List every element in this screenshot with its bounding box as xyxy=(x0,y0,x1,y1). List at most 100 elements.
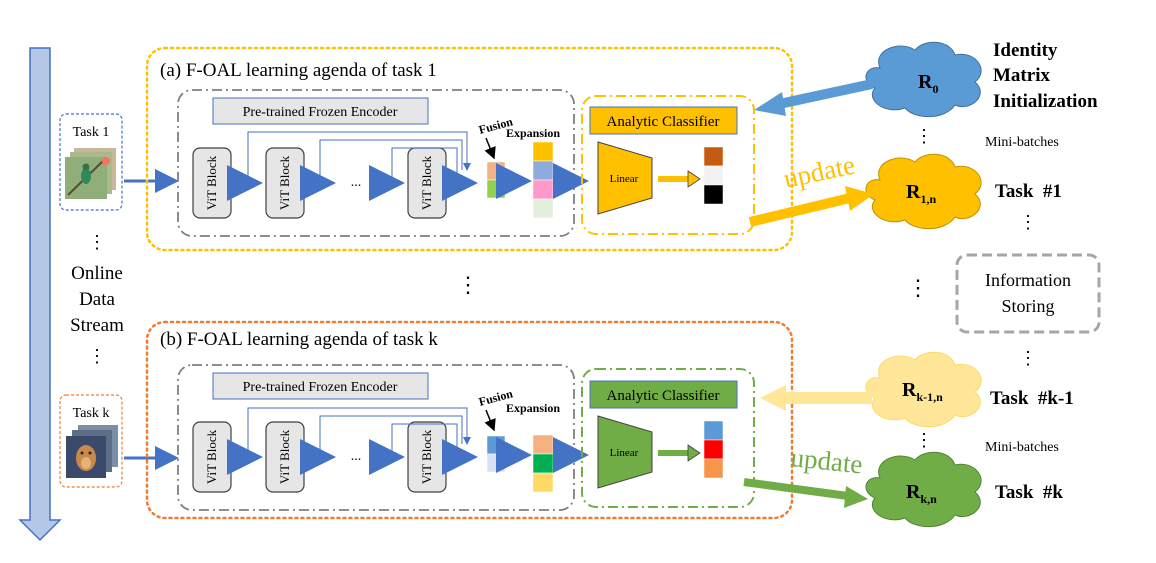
expansion-vector-b xyxy=(532,434,554,493)
analytic-classifier-b: Analytic Classifier Linear xyxy=(581,368,755,508)
stream-label-2: Data xyxy=(79,289,115,310)
cloud-rk1n: Rk-1,n xyxy=(865,351,982,428)
expansion-cell-a-3 xyxy=(532,198,554,219)
init-label-3: Initialization xyxy=(993,91,1098,112)
classifier-label-box-b xyxy=(589,380,738,409)
vit-block-a3-label: ViT Block xyxy=(419,155,434,210)
rkn-subscript: k,n xyxy=(920,492,937,506)
vit-block-a1: ViT Block xyxy=(192,147,232,219)
vertical-ellipsis-left-2: ⋮ xyxy=(88,346,106,366)
bird-photo-icon xyxy=(65,148,116,199)
minibatches-2: Mini-batches xyxy=(985,440,1059,455)
linear-layer-b xyxy=(597,415,653,489)
skip-connections-a xyxy=(247,131,471,183)
skip-connections-b xyxy=(247,407,471,457)
svg-text:R0: R0 xyxy=(918,71,938,96)
encoder-label-box-a xyxy=(212,97,429,125)
classifier-frame-a xyxy=(581,95,755,235)
cloud-rkn: Rk,n xyxy=(865,451,982,528)
rk1n-label: R xyxy=(902,379,917,401)
fusion-vector-a xyxy=(486,161,506,199)
init-label-1: Identity xyxy=(993,40,1058,61)
output-cell-b-2 xyxy=(703,458,724,479)
svg-text:R1,n: R1,n xyxy=(906,181,936,206)
vertical-ellipsis-center: ⋮ xyxy=(457,272,479,297)
task-k-label: Task #k xyxy=(995,482,1063,503)
vit-block-a3: ViT Block xyxy=(407,147,447,219)
rk1n-subscript: k-1,n xyxy=(916,390,943,404)
info-label-1: Information xyxy=(985,270,1071,290)
r1n-subscript: 1,n xyxy=(920,192,936,206)
fusion-cell-b-0 xyxy=(486,435,506,455)
expansion-cell-a-0 xyxy=(532,141,554,162)
vit-block-b3: ViT Block xyxy=(407,421,447,493)
vit-block-a2: ViT Block xyxy=(265,147,305,219)
classifier-frame-b xyxy=(581,368,755,508)
vit-block-b2: ViT Block xyxy=(265,421,305,493)
output-vector-b xyxy=(703,420,724,479)
agenda-a-title: (a) F-OAL learning agenda of task 1 xyxy=(160,60,437,81)
fusion-cell-b-1 xyxy=(486,453,506,473)
ellipsis-b: ... xyxy=(351,449,362,464)
r0-label: R xyxy=(918,71,933,93)
stream-label-3: Stream xyxy=(70,315,124,336)
vertical-ellipsis-r5: ⋮ xyxy=(915,430,933,450)
output-cell-a-2 xyxy=(703,184,724,205)
vertical-ellipsis-r4: ⋮ xyxy=(1019,348,1037,368)
vit-block-b1: ViT Block xyxy=(192,421,232,493)
expansion-cell-b-2 xyxy=(532,472,554,493)
update-label-2: update xyxy=(789,442,864,479)
encoder-label-b: Pre-trained Frozen Encoder xyxy=(243,380,398,395)
init-label-2: Matrix xyxy=(993,65,1050,86)
encoder-label-box-b xyxy=(212,372,429,400)
linear-layer-a xyxy=(597,141,653,215)
information-storing-box: Information Storing xyxy=(955,253,1101,334)
taskk-input: Task k xyxy=(59,394,123,488)
task-k1-label: Task #k-1 xyxy=(990,388,1074,409)
vit-block-b1-label: ViT Block xyxy=(204,429,219,484)
update-arrow-1 xyxy=(748,186,874,227)
vit-block-b3-label: ViT Block xyxy=(419,429,434,484)
expansion-cell-a-2 xyxy=(532,179,554,200)
task1-input: Task 1 xyxy=(59,113,123,211)
ellipsis-a: ... xyxy=(351,175,362,190)
fusion-pointer-b xyxy=(484,409,496,432)
output-vector-a xyxy=(703,146,724,205)
expansion-vector-a xyxy=(532,141,554,219)
fusion-pointer-a xyxy=(484,137,496,160)
agenda-b-encoder: Pre-trained Frozen Encoder ViT Block ViT… xyxy=(177,364,589,511)
update-arrow-2 xyxy=(743,478,868,508)
vit-block-b2-label: ViT Block xyxy=(277,429,292,484)
expansion-cell-b-0 xyxy=(532,434,554,455)
minibatches-1: Mini-batches xyxy=(985,135,1059,150)
agenda-b-frame xyxy=(145,320,794,520)
agenda-a-frame xyxy=(145,46,794,252)
linear-label-b: Linear xyxy=(610,447,639,459)
expansion-cell-a-1 xyxy=(532,160,554,181)
expansion-cell-b-1 xyxy=(532,453,554,474)
taskk-label: Task k xyxy=(73,406,110,421)
linear-label-a: Linear xyxy=(610,173,639,185)
cloud-r0: R0 xyxy=(865,41,982,118)
task1-label: Task 1 xyxy=(73,125,110,140)
vertical-ellipsis-r3: ⋮ xyxy=(907,275,929,300)
agenda-b-title: (b) F-OAL learning agenda of task k xyxy=(160,329,438,350)
init-arrow xyxy=(754,79,874,116)
output-cell-a-0 xyxy=(703,146,724,167)
analytic-classifier-a: Analytic Classifier Linear xyxy=(581,95,755,235)
dog-photo-icon xyxy=(66,425,118,478)
output-cell-b-1 xyxy=(703,439,724,460)
fusion-vector-b xyxy=(486,435,506,473)
stream-label-1: Online xyxy=(71,263,123,284)
output-cell-b-0 xyxy=(703,420,724,441)
encoder-label-a: Pre-trained Frozen Encoder xyxy=(243,105,398,120)
vit-block-a2-label: ViT Block xyxy=(277,155,292,210)
fusion-cell-a-0 xyxy=(486,161,506,181)
svg-text:Rk-1,n: Rk-1,n xyxy=(902,379,943,404)
classifier-label-b: Analytic Classifier xyxy=(607,388,720,404)
info-label-2: Storing xyxy=(1001,296,1054,316)
fusion-cell-a-1 xyxy=(486,179,506,199)
expansion-label-a: Expansion xyxy=(506,126,560,140)
cloud-r1n: R1,n xyxy=(865,153,982,230)
